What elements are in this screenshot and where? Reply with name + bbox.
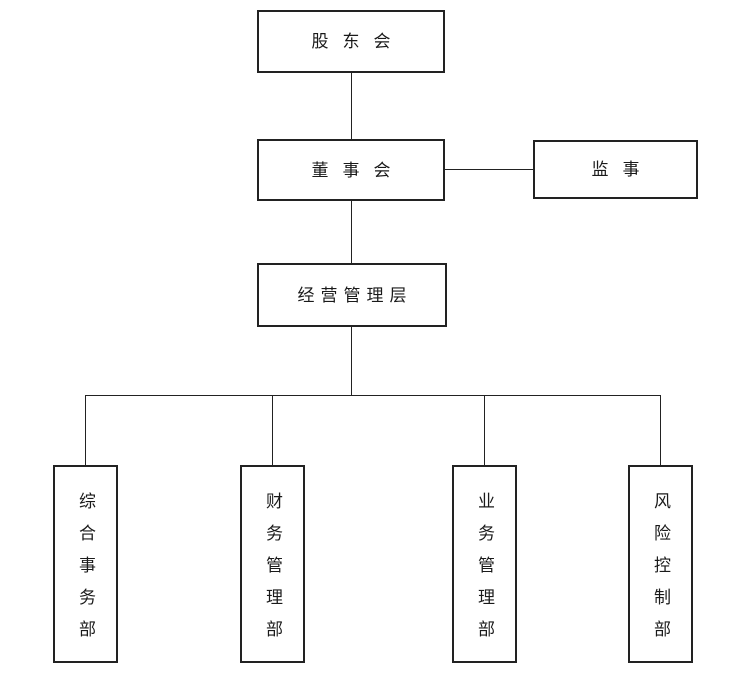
node-management-label: 经营管理层: [297, 285, 413, 305]
connector-shareholders-board: [351, 73, 352, 139]
node-board-of-directors: 董事会: [257, 139, 445, 201]
node-dept-general-affairs: 综合事务部: [53, 465, 118, 663]
node-supervisor: 监事: [533, 140, 698, 199]
node-shareholders-label: 股东会: [311, 32, 405, 51]
node-dept-general-affairs-label: 综合事务部: [76, 491, 95, 652]
connector-drop-dept-3: [484, 395, 485, 465]
connector-board-supervisor: [445, 169, 533, 170]
node-board-label: 董事会: [311, 160, 405, 180]
node-dept-business-management-label: 业务管理部: [475, 491, 494, 652]
node-management-level: 经营管理层: [257, 263, 447, 327]
node-shareholders-meeting: 股东会: [257, 10, 445, 73]
connector-departments-bus: [85, 395, 661, 396]
connector-drop-dept-1: [85, 395, 86, 465]
node-dept-business-management: 业务管理部: [452, 465, 517, 663]
connector-management-trunk: [351, 327, 352, 396]
node-dept-financial-management-label: 财务管理部: [263, 491, 282, 652]
node-supervisor-label: 监事: [591, 160, 654, 179]
node-dept-risk-control-label: 风险控制部: [651, 491, 670, 652]
connector-drop-dept-4: [660, 395, 661, 465]
connector-drop-dept-2: [272, 395, 273, 465]
node-dept-risk-control: 风险控制部: [628, 465, 693, 663]
node-dept-financial-management: 财务管理部: [240, 465, 305, 663]
connector-board-management: [351, 201, 352, 263]
